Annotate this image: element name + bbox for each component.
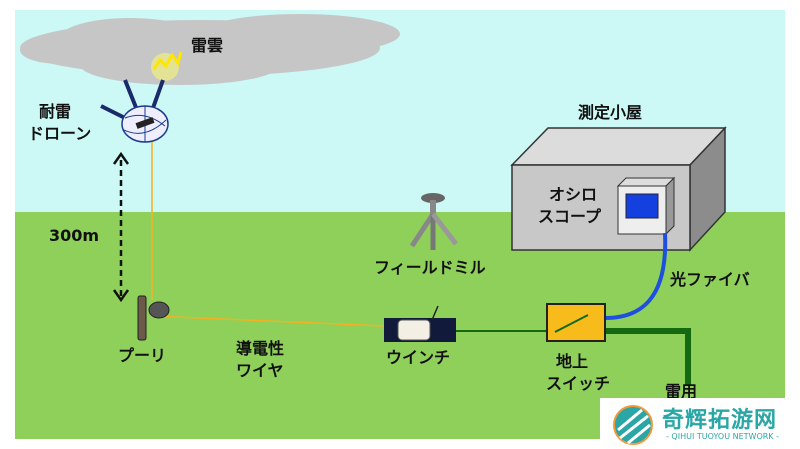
wire-label-2: ワイヤ <box>236 361 284 380</box>
ground-label: 雷用 <box>665 382 698 401</box>
field-mill-label: フィールドミル <box>374 258 486 277</box>
conductive-wire <box>151 315 386 327</box>
ground-wire <box>593 328 691 385</box>
drone-label-2: ドローン <box>28 124 92 143</box>
shed-label: 測定小屋 <box>578 103 643 122</box>
pulley-label: プーリ <box>118 346 167 365</box>
watermark-subtitle: - QIHUI TUOYOU NETWORK - <box>666 432 779 441</box>
watermark: 奇辉拓游网 - QIHUI TUOYOU NETWORK - <box>600 398 800 449</box>
switch-label-1: 地上 <box>556 352 589 371</box>
drone-label-1: 耐雷 <box>39 102 72 121</box>
pulley-icon <box>137 295 170 341</box>
winch-label: ウインチ <box>386 348 451 367</box>
winch-icon <box>384 305 456 342</box>
oscilloscope-label-1: オシロ <box>549 185 598 204</box>
optical-fiber <box>604 232 668 320</box>
altitude-arrow <box>112 151 130 303</box>
switch-label-2: スイッチ <box>546 374 611 393</box>
watermark-logo-icon <box>613 405 653 445</box>
oscilloscope-label-2: スコープ <box>538 207 602 226</box>
wire-label-1: 導電性 <box>236 339 285 358</box>
thundercloud-label: 雷雲 <box>191 36 224 55</box>
thundercloud <box>20 14 400 85</box>
oscilloscope-icon <box>616 176 676 236</box>
optical-fiber-label: 光ファイバ <box>670 270 750 289</box>
field-mill-icon <box>409 193 458 250</box>
ground-switch-icon <box>546 303 606 342</box>
lightning-icon <box>151 51 183 81</box>
drone-icon <box>100 79 169 143</box>
watermark-title: 奇辉拓游网 <box>662 408 778 433</box>
altitude-label: 300m <box>49 226 100 245</box>
